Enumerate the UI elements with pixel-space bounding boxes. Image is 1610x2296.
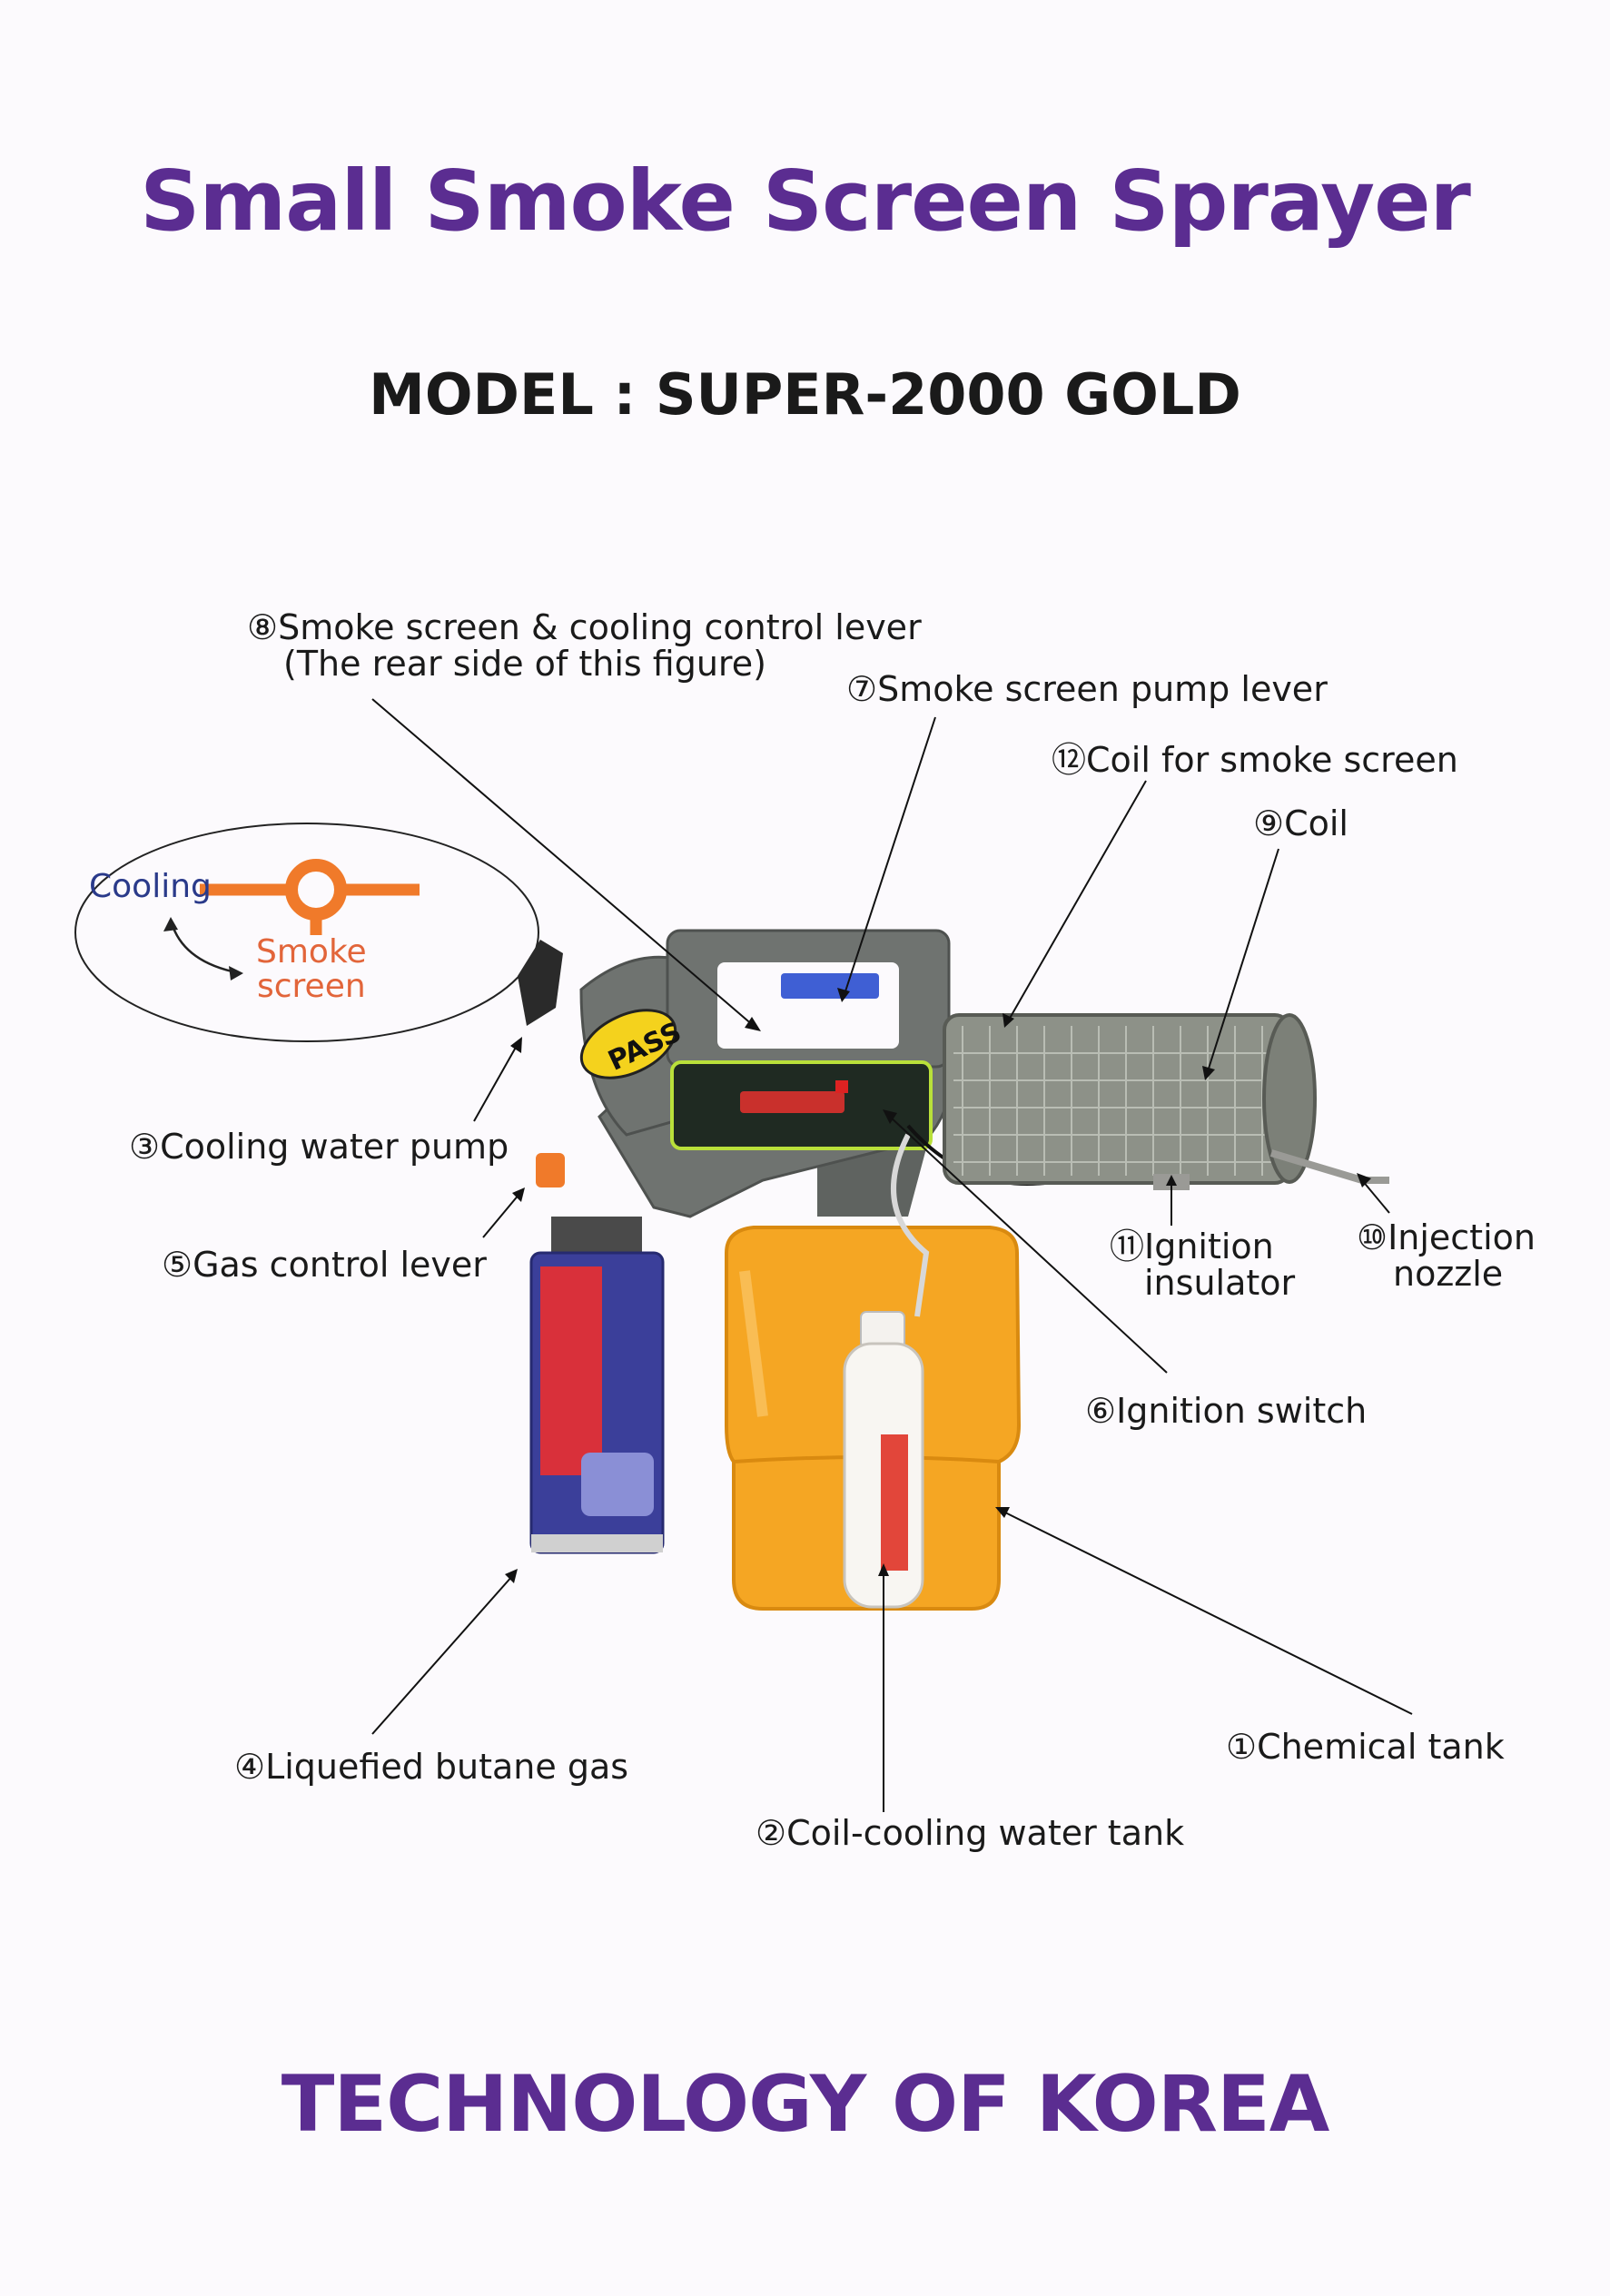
leader-lines — [371, 698, 1413, 1812]
smoke-screen-label: Smoke screen — [256, 935, 367, 1004]
label-ignition-insulator-line2: insulator — [1144, 1262, 1296, 1303]
label-chemical-tank: ①Chemical tank — [1226, 1727, 1505, 1767]
label-ignition-switch: ⑥Ignition switch — [1085, 1391, 1368, 1431]
coil-cylinder — [943, 1013, 1389, 1190]
label-butane-gas: ④Liquefied butane gas — [234, 1747, 629, 1787]
cooling-label: Cooling — [89, 868, 212, 905]
leader-arrowheads — [505, 988, 1371, 1583]
label-ignition-insulator: ⑪Ignition insulator — [1110, 1227, 1296, 1303]
label-ignition-insulator-line1: ⑪Ignition — [1110, 1227, 1274, 1266]
footer-text: TECHNOLOGY OF KOREA — [281, 2059, 1330, 2150]
label-injection-nozzle-line1: ⑩Injection — [1357, 1217, 1536, 1257]
label-smoke-coil: ⑫Coil for smoke screen — [1052, 740, 1458, 780]
label-control-lever-line1: ⑧Smoke screen & cooling control lever — [247, 607, 922, 647]
sprayer-body: PASS — [518, 929, 1063, 1317]
label-gas-control: ⑤Gas control lever — [162, 1245, 487, 1285]
label-injection-nozzle-line2: nozzle — [1393, 1253, 1504, 1294]
label-injection-nozzle: ⑩Injection nozzle — [1357, 1217, 1536, 1294]
label-water-tank: ②Coil-cooling water tank — [756, 1813, 1185, 1853]
smoke-line2: screen — [257, 967, 366, 1005]
water-bottle — [843, 1311, 924, 1609]
label-pump-lever: ⑦Smoke screen pump lever — [846, 669, 1328, 709]
model-label: MODEL : SUPER-2000 GOLD — [369, 361, 1241, 428]
page-title: Small Smoke Screen Sprayer — [140, 153, 1471, 250]
smoke-line1: Smoke — [256, 933, 367, 971]
gas-can — [529, 1217, 665, 1554]
label-cooling-pump: ③Cooling water pump — [129, 1127, 509, 1167]
label-control-lever-line2: (The rear side of this figure) — [283, 643, 766, 684]
label-control-lever: ⑧Smoke screen & cooling control lever (T… — [247, 607, 922, 684]
lever-diagram — [74, 823, 539, 1042]
label-coil: ⑨Coil — [1253, 803, 1348, 843]
